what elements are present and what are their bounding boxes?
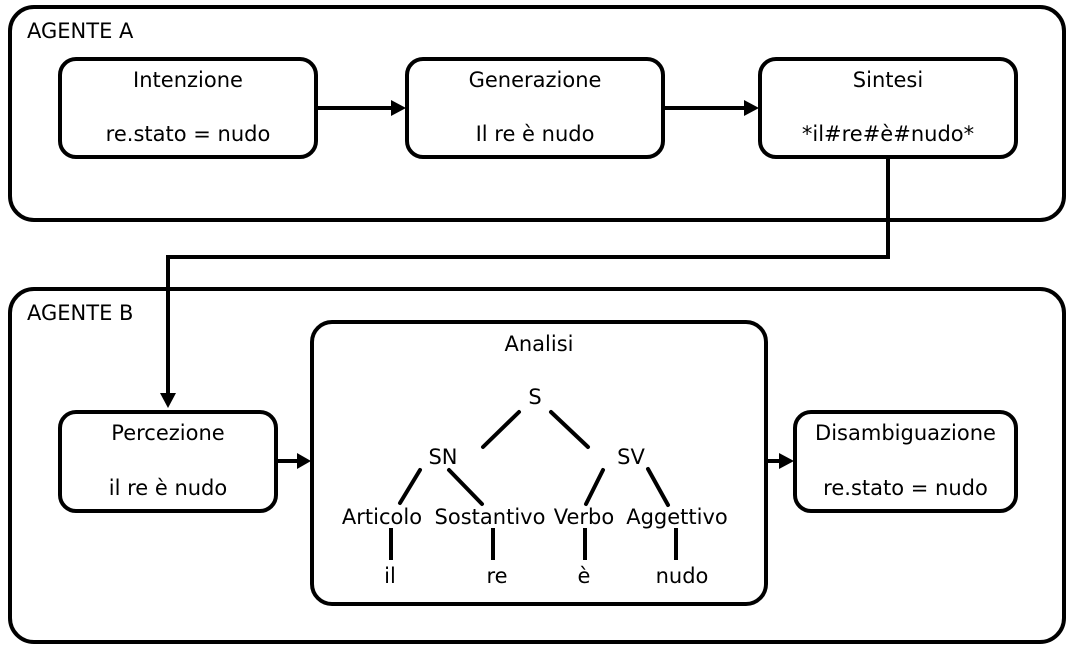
sintesi-box: Sintesi *il#re#è#nudo* bbox=[758, 57, 1018, 159]
tree-node-s: S bbox=[528, 385, 542, 409]
intenzione-value: re.stato = nudo bbox=[105, 121, 271, 146]
tree-node-sostantivo: Sostantivo bbox=[434, 505, 546, 529]
tree-word-re: re bbox=[486, 564, 508, 588]
agent-b-label: AGENTE B bbox=[27, 301, 134, 325]
tree-node-sv: SV bbox=[617, 445, 645, 469]
sintesi-value: *il#re#è#nudo* bbox=[801, 121, 975, 146]
generazione-value: Il re è nudo bbox=[475, 121, 595, 146]
tree-node-sn: SN bbox=[428, 445, 458, 469]
analisi-title: Analisi bbox=[504, 332, 574, 356]
disambiguazione-value: re.stato = nudo bbox=[823, 475, 988, 500]
percezione-title: Percezione bbox=[111, 421, 225, 445]
percezione-value: il re è nudo bbox=[108, 475, 228, 500]
generazione-title: Generazione bbox=[468, 68, 602, 92]
sintesi-title: Sintesi bbox=[852, 68, 924, 92]
tree-word-nudo: nudo bbox=[655, 564, 709, 588]
tree-word-e: è bbox=[577, 564, 591, 588]
disambiguazione-box: Disambiguazione re.stato = nudo bbox=[793, 410, 1018, 513]
intenzione-box: Intenzione re.stato = nudo bbox=[58, 57, 318, 159]
generazione-box: Generazione Il re è nudo bbox=[405, 57, 665, 159]
agent-a-label: AGENTE A bbox=[27, 19, 134, 43]
tree-node-verbo: Verbo bbox=[553, 505, 615, 529]
tree-word-il: il bbox=[384, 564, 396, 588]
intenzione-title: Intenzione bbox=[133, 68, 243, 92]
tree-node-aggettivo: Aggettivo bbox=[626, 505, 728, 529]
disambiguazione-title: Disambiguazione bbox=[815, 421, 996, 445]
percezione-box: Percezione il re è nudo bbox=[58, 410, 278, 513]
tree-node-articolo: Articolo bbox=[341, 505, 423, 529]
